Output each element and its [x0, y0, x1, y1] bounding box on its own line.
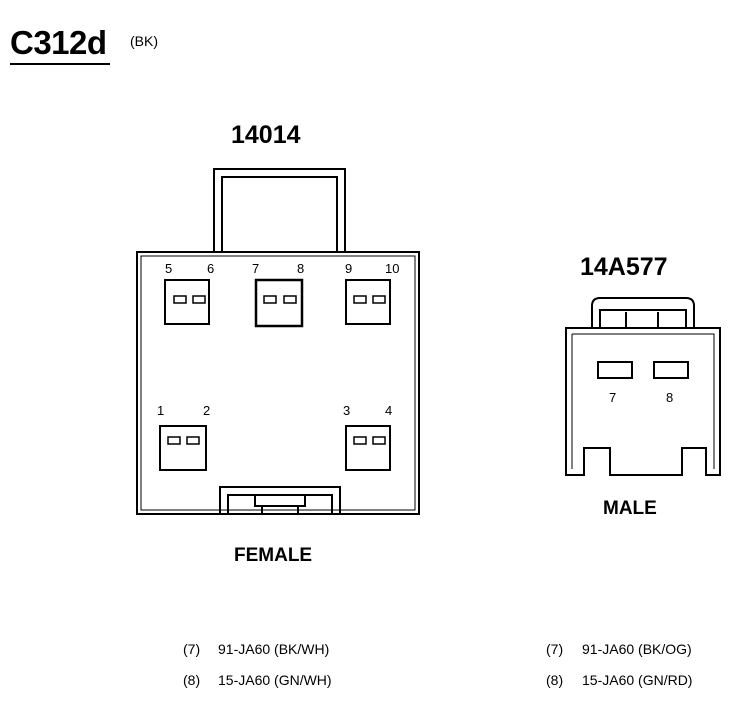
male-terminal-7	[597, 361, 633, 379]
female-wire-circuit: 91-JA60 (BK/WH)	[218, 641, 330, 657]
female-pin-label: 6	[207, 261, 215, 276]
female-top-latch	[213, 168, 346, 252]
male-label: MALE	[603, 498, 657, 519]
connector-id: C312d	[10, 24, 107, 61]
terminal-3-4	[345, 425, 391, 471]
female-pin-label: 5	[165, 261, 173, 276]
female-wire-pin: (7)	[183, 641, 201, 657]
male-wire-circuit: 91-JA60 (BK/OG)	[582, 641, 692, 657]
terminal-7-8	[254, 278, 304, 328]
female-label: FEMALE	[234, 545, 313, 566]
male-wire-pin: (7)	[546, 641, 564, 657]
male-part-number: 14A577	[580, 253, 668, 281]
male-pin-label: 8	[666, 390, 674, 405]
female-pin-label: 1	[157, 403, 165, 418]
connector-color: (BK)	[130, 33, 158, 49]
terminal-1-2	[159, 425, 207, 471]
male-wire-circuit: 15-JA60 (GN/RD)	[582, 672, 693, 688]
male-connector	[565, 297, 721, 476]
male-top-latch	[591, 297, 695, 328]
female-body	[136, 251, 420, 515]
male-pin-label: 7	[609, 390, 617, 405]
female-part-number: 14014	[231, 121, 301, 149]
female-connector	[136, 168, 420, 515]
female-pin-label: 4	[385, 403, 393, 418]
female-pin-label: 10	[385, 261, 400, 276]
female-pin-label: 8	[297, 261, 305, 276]
female-pin-label: 2	[203, 403, 211, 418]
female-wire-pin: (8)	[183, 672, 201, 688]
male-wire-pin: (8)	[546, 672, 564, 688]
terminal-5-6	[164, 279, 210, 325]
female-bottom-latch	[219, 486, 341, 514]
male-terminal-8	[653, 361, 689, 379]
female-pin-label: 7	[252, 261, 260, 276]
male-body	[565, 327, 721, 476]
terminal-9-10	[345, 279, 391, 325]
title-underline	[10, 63, 110, 65]
female-wire-circuit: 15-JA60 (GN/WH)	[218, 672, 332, 688]
female-pin-label: 9	[345, 261, 353, 276]
female-pin-label: 3	[343, 403, 351, 418]
